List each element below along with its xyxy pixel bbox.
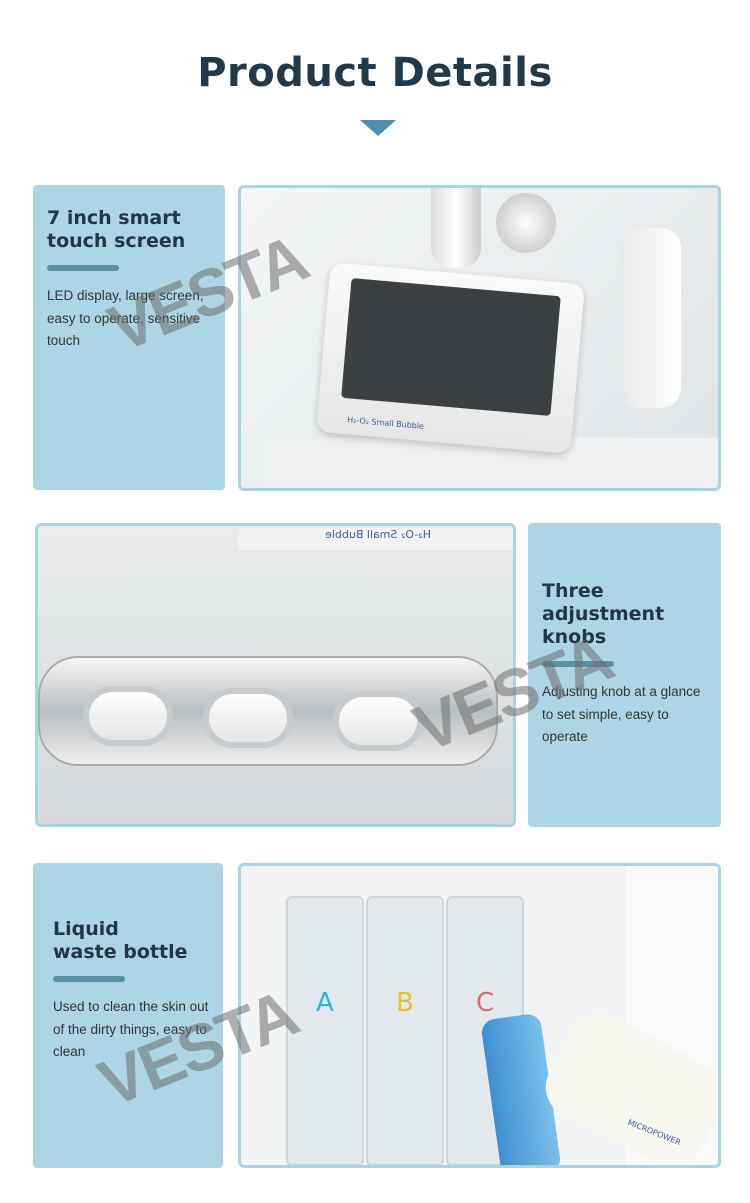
down-arrow-icon: [360, 120, 396, 136]
panel-label: H₂-O₂ Small Bubble: [238, 528, 513, 550]
feature-panel-knobs: Three adjustment knobs Adjusting knob at…: [528, 523, 721, 827]
bottle-label-c: C: [476, 988, 495, 1018]
page-title: Product Details: [197, 50, 553, 96]
accent-bar: [542, 661, 614, 667]
feature-title: 7 inch smart touch screen: [47, 207, 186, 252]
product-photo-waste-bottle: A B C MICROPOWER: [238, 863, 721, 1168]
accent-bar: [47, 265, 119, 271]
feature-description: LED display, large screen, easy to opera…: [47, 288, 204, 348]
bottle-label-b: B: [396, 988, 414, 1018]
feature-title: Three adjustment knobs: [542, 580, 665, 648]
feature-title: Liquid waste bottle: [53, 918, 188, 963]
product-photo-knobs: H₂-O₂ Small Bubble: [35, 523, 516, 827]
touch-screen: H₂-O₂ Small Bubble: [316, 262, 585, 454]
product-photo-touch-screen: H₂-O₂ Small Bubble: [238, 185, 721, 491]
accent-bar: [53, 976, 125, 982]
feature-panel-touch-screen: 7 inch smart touch screen LED display, l…: [33, 185, 225, 490]
feature-panel-waste-bottle: Liquid waste bottle Used to clean the sk…: [33, 863, 223, 1168]
bottle-label-a: A: [316, 988, 334, 1018]
feature-description: Used to clean the skin out of the dirty …: [53, 999, 209, 1059]
screen-label: H₂-O₂ Small Bubble: [346, 415, 425, 431]
feature-description: Adjusting knob at a glance to set simple…: [542, 684, 701, 744]
